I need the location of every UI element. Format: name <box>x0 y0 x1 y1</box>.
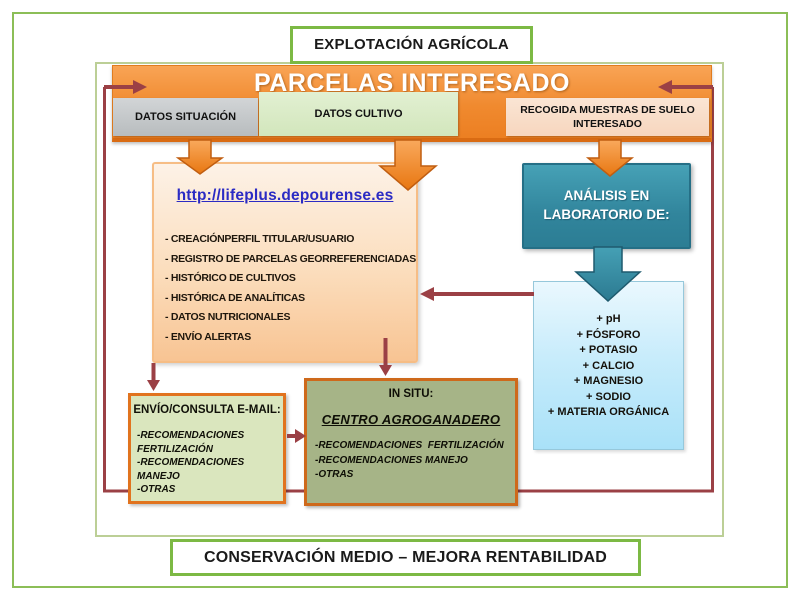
portal-feature-item: - CREACIÓNPERFIL TITULAR/USUARIO <box>165 233 355 245</box>
lab-results-box: + pH + FÓSFORO + POTASIO + CALCIO + MAGN… <box>533 281 684 450</box>
email-consulta-box: ENVÍO/CONSULTA E-MAIL: -RECOMENDACIONES … <box>128 393 286 504</box>
insitu-box: IN SITU: CENTRO AGROGANADERO -RECOMENDAC… <box>304 378 518 506</box>
email-recommendation-list: -RECOMENDACIONES FERTILIZACIÓN -RECOMEND… <box>131 429 283 497</box>
tab-datos-cultivo-label: DATOS CULTIVO <box>314 108 403 120</box>
portal-url-link[interactable]: http://lifeplus.depourense.es <box>176 187 394 204</box>
lab-result-item: + MATERIA ORGÁNICA <box>547 406 670 418</box>
lab-result-item: + POTASIO <box>579 344 638 356</box>
tab-datos-situacion-label: DATOS SITUACIÓN <box>134 111 237 123</box>
lab-analysis-title: ANÁLISIS EN LABORATORIO DE: <box>543 188 670 222</box>
email-recommendation-item: -RECOMENDACIONES MANEJO <box>137 457 245 482</box>
bottom-title-box: CONSERVACIÓN MEDIO – MEJORA RENTABILIDAD <box>170 539 641 576</box>
portal-feature-item: - DATOS NUTRICIONALES <box>165 311 291 323</box>
lab-result-item: + SODIO <box>586 390 631 403</box>
top-title-box: EXPLOTACIÓN AGRÍCOLA <box>290 26 533 64</box>
insitu-title: IN SITU: <box>388 388 434 400</box>
slide-outer-frame <box>12 12 788 588</box>
bottom-title: CONSERVACIÓN MEDIO – MEJORA RENTABILIDAD <box>204 549 607 566</box>
lab-result-item: + MAGNESIO <box>573 375 644 387</box>
insitu-recommendation-item: -RECOMENDACIONES MANEJO <box>315 454 468 466</box>
lab-results-list: + pH + FÓSFORO + POTASIO + CALCIO + MAGN… <box>534 312 683 421</box>
tab-recogida-muestras-label: RECOGIDA MUESTRAS DE SUELO INTERESADO <box>520 104 695 130</box>
insitu-centro-label: CENTRO AGROGANADERO <box>321 412 501 427</box>
lab-analysis-box: ANÁLISIS EN LABORATORIO DE: <box>522 163 691 249</box>
tab-datos-cultivo: DATOS CULTIVO <box>259 92 458 136</box>
portal-feature-item: - HISTÓRICA DE ANALÍTICAS <box>165 291 305 304</box>
portal-feature-item: - HISTÓRICO DE CULTIVOS <box>165 272 296 284</box>
lab-result-item: + FÓSFORO <box>576 328 641 341</box>
tab-datos-situacion: DATOS SITUACIÓN <box>113 98 258 136</box>
insitu-recommendation-list: -RECOMENDACIONES FERTILIZACIÓN -RECOMEND… <box>307 439 515 483</box>
insitu-recommendation-item: -RECOMENDACIONES FERTILIZACIÓN <box>315 440 504 451</box>
portal-feature-list: - CREACIÓNPERFIL TITULAR/USUARIO - REGIS… <box>154 230 416 347</box>
email-recommendation-item: -OTRAS <box>137 484 176 495</box>
tab-recogida-muestras: RECOGIDA MUESTRAS DE SUELO INTERESADO <box>506 98 709 136</box>
top-title: EXPLOTACIÓN AGRÍCOLA <box>314 36 509 53</box>
portal-feature-item: - REGISTRO DE PARCELAS GEORREFERENCIADAS <box>165 252 416 265</box>
portal-feature-item: - ENVÍO ALERTAS <box>165 330 251 343</box>
portal-box: http://lifeplus.depourense.es - CREACIÓN… <box>152 162 418 363</box>
insitu-recommendation-item: -OTRAS <box>315 469 354 480</box>
email-consulta-title: ENVÍO/CONSULTA E-MAIL: <box>133 404 281 416</box>
lab-result-item: + CALCIO <box>582 359 635 372</box>
lab-result-item: + pH <box>596 313 621 325</box>
email-recommendation-item: -RECOMENDACIONES FERTILIZACIÓN <box>137 430 245 455</box>
